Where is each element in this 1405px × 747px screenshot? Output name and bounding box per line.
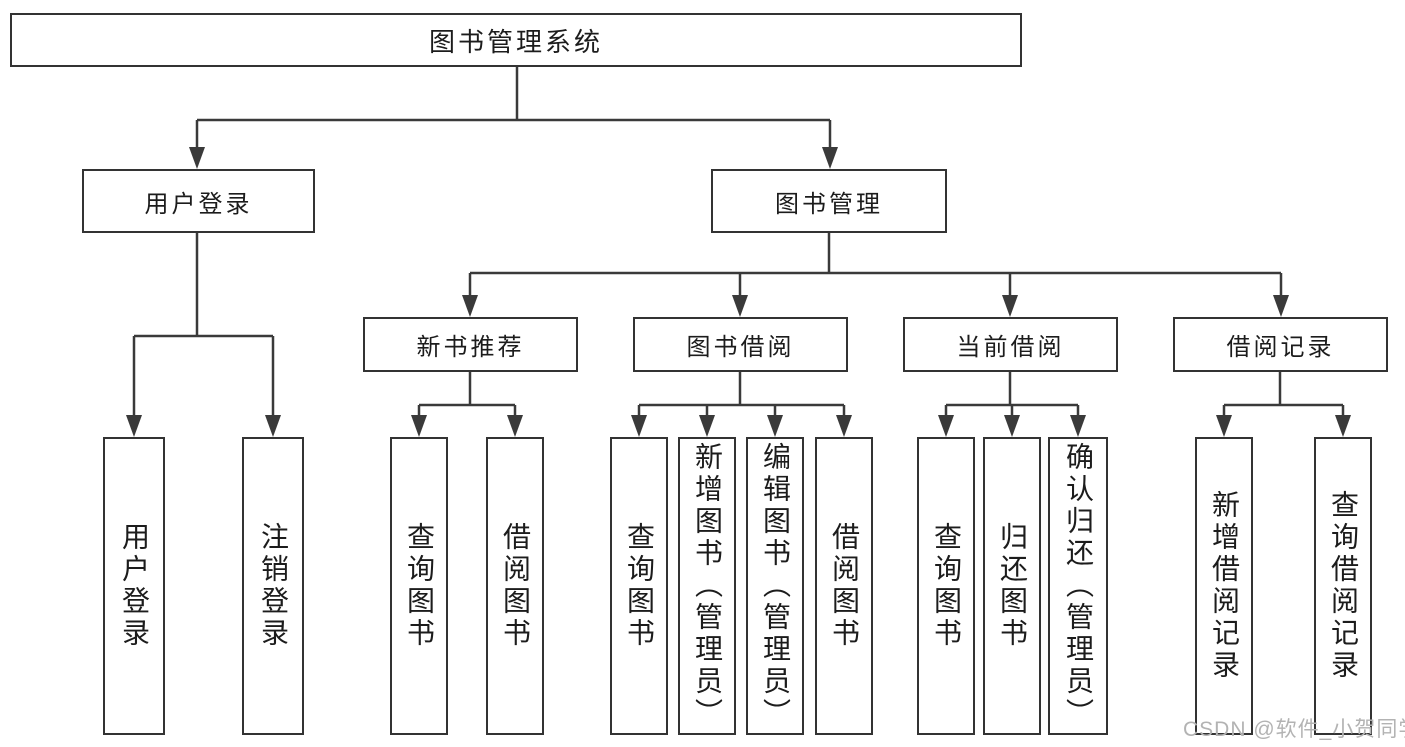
- leaf-add-books-admin: 新增图书（管理员）: [678, 437, 736, 735]
- connector-lines: [132, 67, 1345, 418]
- node-new-book-recommendation: 新书推荐: [363, 317, 578, 372]
- node-label: 查询图书: [931, 522, 962, 650]
- node-label: 编辑图书（管理员）: [760, 442, 791, 730]
- leaf-add-borrow-record: 新增借阅记录: [1195, 437, 1253, 735]
- node-label: 新增借阅记录: [1209, 490, 1240, 682]
- leaf-query-borrow-record: 查询借阅记录: [1314, 437, 1372, 735]
- node-book-management: 图书管理: [711, 169, 947, 233]
- node-label: 借阅记录: [1226, 334, 1335, 361]
- node-label: 查询图书: [404, 522, 435, 650]
- leaf-query-books-borrowing: 查询图书: [610, 437, 668, 735]
- node-label: 图书管理系统: [428, 26, 603, 57]
- node-label: 当前借阅: [956, 334, 1065, 361]
- node-borrowing-records: 借阅记录: [1173, 317, 1388, 372]
- node-label: 注销登录: [258, 522, 289, 650]
- node-book-borrowing: 图书借阅: [633, 317, 848, 372]
- watermark-text: CSDN @软件_小贺同学: [1183, 718, 1405, 741]
- node-label: 图书管理: [775, 190, 883, 218]
- node-label: 查询图书: [624, 522, 655, 650]
- node-label: 图书借阅: [686, 334, 795, 361]
- node-current-borrowing: 当前借阅: [903, 317, 1118, 372]
- leaf-user-login: 用户登录: [103, 437, 165, 735]
- node-label: 归还图书: [997, 522, 1028, 650]
- leaf-query-books-current: 查询图书: [917, 437, 975, 735]
- leaf-edit-books-admin: 编辑图书（管理员）: [746, 437, 804, 735]
- leaf-confirm-return-admin: 确认归还（管理员）: [1048, 437, 1108, 735]
- node-label: 借阅图书: [829, 522, 860, 650]
- leaf-return-books: 归还图书: [983, 437, 1041, 735]
- node-label: 查询借阅记录: [1328, 490, 1359, 682]
- node-user-login: 用户登录: [82, 169, 315, 233]
- node-label: 借阅图书: [500, 522, 531, 650]
- leaf-borrow-books-recommend: 借阅图书: [486, 437, 544, 735]
- leaf-borrow-books-borrowing: 借阅图书: [815, 437, 873, 735]
- node-label: 确认归还（管理员）: [1063, 442, 1094, 730]
- node-label: 新书推荐: [416, 334, 525, 361]
- node-library-management-system: 图书管理系统: [10, 13, 1022, 67]
- node-label: 用户登录: [119, 522, 150, 650]
- leaf-logout: 注销登录: [242, 437, 304, 735]
- arrow-down-icons: [126, 147, 1351, 437]
- leaf-query-books-recommend: 查询图书: [390, 437, 448, 735]
- node-label: 新增图书（管理员）: [692, 442, 723, 730]
- node-label: 用户登录: [144, 190, 253, 218]
